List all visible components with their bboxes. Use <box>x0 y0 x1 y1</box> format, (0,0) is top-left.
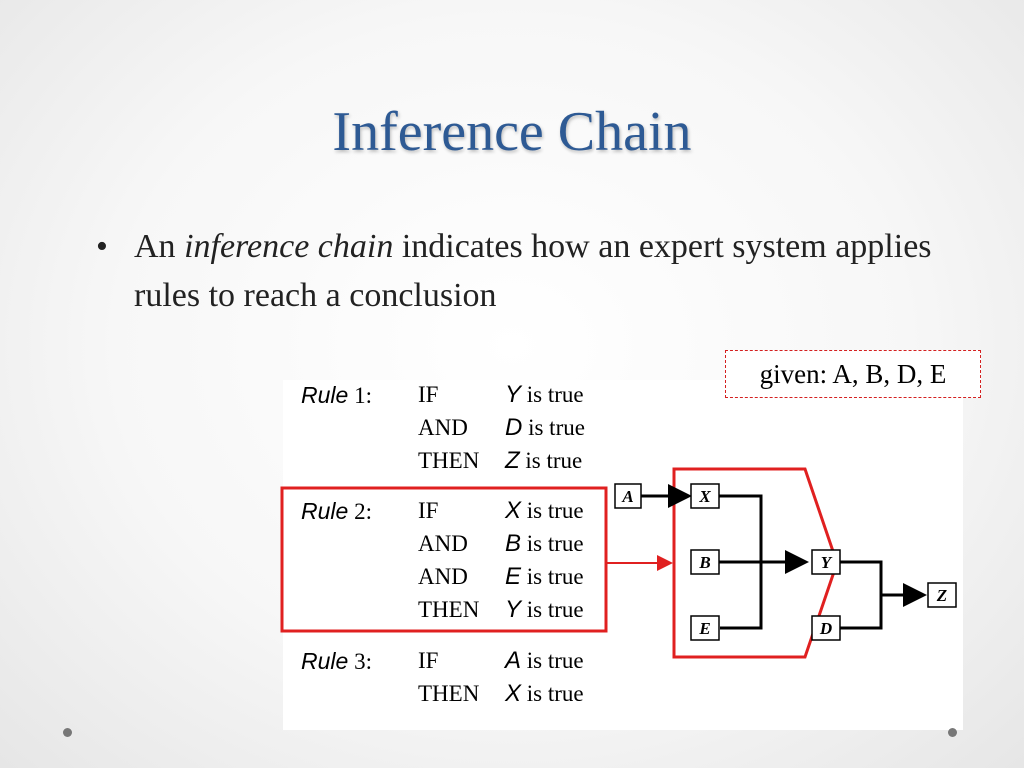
node-e: E <box>690 615 720 641</box>
rule-3-cond-1: A is true <box>505 647 584 674</box>
node-b: B <box>690 549 720 575</box>
rule-1-cond-1: Y is true <box>505 381 584 408</box>
network-highlight <box>672 467 839 659</box>
figure-panel: Rule 1: IF Y is true AND D is true THEN … <box>283 380 963 730</box>
node-y: Y <box>811 549 841 575</box>
rule-2-cond-4: Y is true <box>505 596 584 623</box>
rule-2-highlight <box>280 486 608 633</box>
rule-1-label: Rule 1: <box>301 382 372 408</box>
svg-text:Y: Y <box>821 553 833 572</box>
rule-1-kw-2: AND <box>418 415 468 440</box>
corner-dot-left <box>63 728 72 737</box>
edge-y-junction <box>840 560 883 630</box>
rule-2-label: Rule 2: <box>301 498 372 524</box>
rule-2-kw-1: IF <box>418 498 439 523</box>
svg-text:B: B <box>698 553 710 572</box>
rule-3-kw-1: IF <box>418 648 439 673</box>
slide-title: Inference Chain <box>332 101 692 163</box>
rule-2-kw-2: AND <box>418 531 468 556</box>
bullet-marker: • <box>96 228 108 265</box>
bullet-item: • An inference chain indicates how an ex… <box>96 222 956 320</box>
svg-text:Z: Z <box>936 586 947 605</box>
svg-text:A: A <box>621 487 633 506</box>
node-a: A <box>614 483 642 509</box>
rules-list: Rule 1: IF Y is true AND D is true THEN … <box>283 380 623 730</box>
rule-3-label: Rule 3: <box>301 648 372 674</box>
rule-1-kw-1: IF <box>418 382 439 407</box>
rule-3-cond-2: X is true <box>505 680 584 707</box>
rule-3-kw-2: THEN <box>418 681 480 706</box>
rule-2-cond-2: B is true <box>505 530 584 557</box>
svg-text:E: E <box>698 619 710 638</box>
rule-1-cond-3: Z is true <box>505 447 583 474</box>
rule-2-cond-1: X is true <box>505 497 584 524</box>
rule-2-kw-3: AND <box>418 564 468 589</box>
rule-2-cond-3: E is true <box>505 563 584 590</box>
node-d: D <box>811 615 841 641</box>
rule-1-cond-2: D is true <box>505 414 585 441</box>
bullet-term: inference chain <box>184 228 394 265</box>
node-z: Z <box>927 582 957 608</box>
rule-2-kw-4: THEN <box>418 597 480 622</box>
svg-text:D: D <box>819 619 832 638</box>
bullet-text: An inference chain indicates how an expe… <box>134 228 932 314</box>
node-x: X <box>690 483 720 509</box>
corner-dot-right <box>948 728 957 737</box>
given-facts-box: given: A, B, D, E <box>725 350 981 398</box>
svg-text:X: X <box>698 487 711 506</box>
rule-1-kw-3: THEN <box>418 448 480 473</box>
